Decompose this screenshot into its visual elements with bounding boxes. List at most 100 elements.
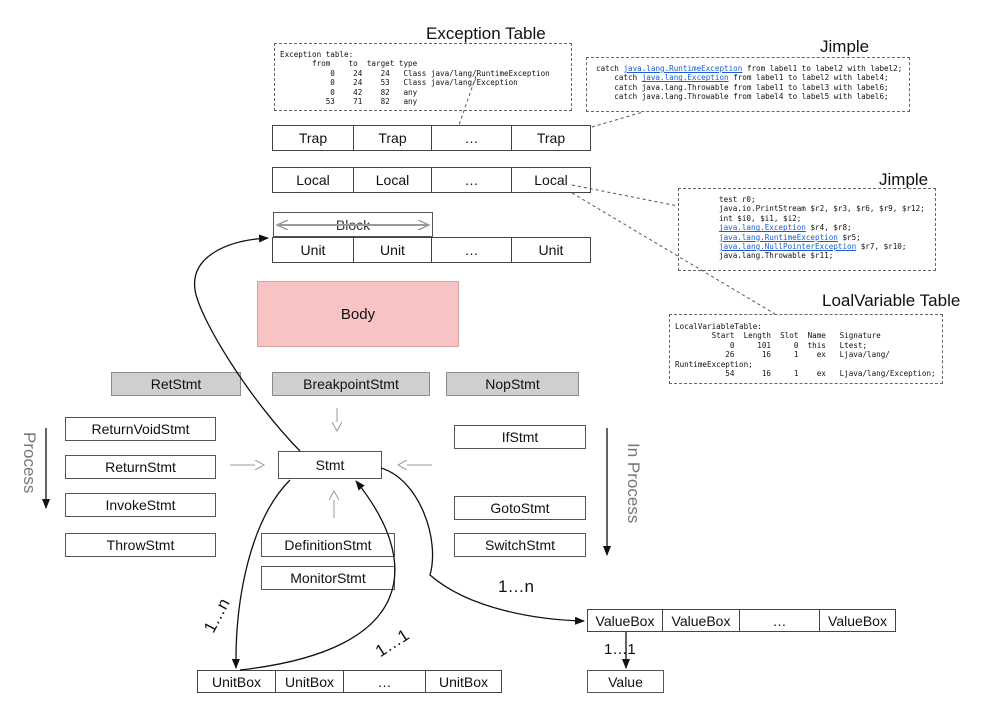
local-variable-table-box: LocalVariableTable: Start Length Slot Na… — [669, 314, 943, 384]
unit-cell: Unit — [272, 237, 353, 263]
breakpoint-stmt-label: BreakpointStmt — [303, 376, 399, 392]
unitbox-row: UnitBox UnitBox … UnitBox — [197, 670, 502, 693]
unit-cell: Unit — [353, 237, 431, 263]
code-line: from to target type — [280, 59, 418, 69]
jimple-catch-box: catch java.lang.RuntimeException from la… — [586, 57, 910, 112]
code-line: Exception table: — [280, 50, 354, 59]
valuebox-cell: ValueBox — [819, 609, 896, 632]
block-label: Block — [335, 216, 371, 233]
code-text: $r4, $r8; — [805, 223, 852, 233]
local-cell: Local — [353, 167, 431, 193]
throw-stmt-box: ThrowStmt — [65, 533, 216, 557]
in-process-label: In Process — [624, 443, 643, 524]
jimple-catch-code: catch java.lang.RuntimeException from la… — [596, 64, 909, 102]
unit-cell: Unit — [511, 237, 591, 263]
code-line: catch java.lang.Throwable from label4 to… — [596, 92, 909, 101]
code-line: 0 101 0 this Ltest; — [675, 340, 868, 350]
code-line: java.lang.Throwable $r11; — [719, 251, 935, 260]
code-line: java.lang.NullPointerException $r7, $r10… — [719, 242, 935, 251]
trap-cell: Trap — [353, 125, 431, 151]
code-line: catch java.lang.Throwable from label1 to… — [596, 83, 909, 92]
invoke-stmt-box: InvokeStmt — [65, 493, 216, 517]
type-link[interactable]: java.lang.RuntimeException — [623, 64, 743, 73]
throw-stmt-label: ThrowStmt — [106, 537, 175, 553]
jimple-locals-code: test r0;java.io.PrintStream $r2, $r3, $r… — [719, 195, 935, 261]
invoke-stmt-label: InvokeStmt — [105, 497, 176, 513]
local-cell: Local — [272, 167, 353, 193]
code-text: test r0; — [719, 195, 756, 204]
valuebox-cell: ValueBox — [587, 609, 662, 632]
type-link[interactable]: java.lang.NullPointerException — [719, 242, 857, 252]
local-variable-table-code: LocalVariableTable: Start Length Slot Na… — [675, 322, 942, 378]
code-text: from label1 to label2 with label2; — [742, 64, 903, 73]
code-text: from label1 to label2 with label4; — [728, 73, 889, 83]
code-line: 0 42 82 any — [280, 87, 418, 97]
switch-stmt-label: SwitchStmt — [484, 537, 555, 553]
code-line: 54 16 1 ex Ljava/lang/Exception; — [675, 369, 936, 379]
return-void-stmt-label: ReturnVoidStmt — [91, 421, 190, 437]
code-line: 26 16 1 ex Ljava/lang/ — [675, 350, 890, 360]
code-line: java.lang.RuntimeException $r5; — [719, 233, 935, 242]
trap-cell: Trap — [272, 125, 353, 151]
nop-stmt-box: NopStmt — [446, 372, 579, 396]
code-line: java.io.PrintStream $r2, $r3, $r6, $r9, … — [719, 204, 935, 213]
trap-ellipsis-cell: … — [431, 125, 511, 151]
local-row: Local Local … Local — [272, 167, 591, 193]
return-stmt-box: ReturnStmt — [65, 455, 216, 479]
code-text: $r5; — [837, 232, 861, 242]
code-line: int $i0, $i1, $i2; — [719, 214, 935, 223]
jimple-catch-title: Jimple — [820, 37, 870, 56]
code-line: Start Length Slot Name Signature — [675, 331, 881, 341]
return-void-stmt-box: ReturnVoidStmt — [65, 417, 216, 441]
code-line: LocalVariableTable: — [675, 322, 762, 331]
code-line: catch java.lang.Exception from label1 to… — [596, 73, 909, 82]
code-line: 0 24 24 Class java/lang/RuntimeException — [280, 68, 550, 78]
if-stmt-label: IfStmt — [501, 429, 539, 445]
unit-ellipsis-cell: … — [431, 237, 511, 263]
nop-stmt-label: NopStmt — [485, 376, 540, 392]
code-text: java.io.PrintStream $r2, $r3, $r6, $r9, … — [719, 204, 925, 214]
code-line: 53 71 82 any — [280, 97, 418, 107]
code-text: catch java.lang.Throwable from label4 to… — [596, 92, 889, 102]
exception-table-box: Exception table: from to target type 0 2… — [274, 43, 572, 111]
code-text: int $i0, $i1, $i2; — [719, 213, 802, 223]
definition-stmt-label: DefinitionStmt — [284, 537, 372, 553]
code-text: catch — [596, 73, 642, 83]
jimple-locals-box: test r0;java.io.PrintStream $r2, $r3, $r… — [678, 188, 936, 271]
unitbox-cell: UnitBox — [275, 670, 343, 693]
local-variable-table-title: LoalVariable Table — [822, 291, 961, 310]
code-text: catch java.lang.Throwable from label1 to… — [596, 82, 889, 92]
unitbox-cell: UnitBox — [425, 670, 502, 693]
code-text: java.lang.Throwable $r11; — [719, 251, 834, 261]
valuebox-row: ValueBox ValueBox … ValueBox — [587, 609, 896, 632]
value-box: Value — [587, 670, 664, 693]
goto-stmt-box: GotoStmt — [454, 496, 586, 520]
valuebox-multiplicity-label: 1…n — [498, 577, 534, 596]
body-label: Body — [340, 305, 376, 323]
code-line: test r0; — [719, 195, 935, 204]
type-link[interactable]: java.lang.Exception — [641, 73, 729, 83]
unitbox-cell: UnitBox — [197, 670, 275, 693]
body-box: Body — [257, 281, 459, 347]
trap-to-jimple-connector — [591, 111, 644, 128]
trap-cell: Trap — [511, 125, 591, 151]
local-ellipsis-cell: … — [431, 167, 511, 193]
type-link[interactable]: java.lang.Exception — [719, 223, 806, 233]
code-text: catch — [596, 64, 624, 73]
valuebox-ellipsis-cell: … — [739, 609, 819, 632]
jimple-locals-title: Jimple — [879, 170, 929, 189]
stmt-box: Stmt — [278, 451, 382, 479]
type-link[interactable]: java.lang.RuntimeException — [719, 232, 838, 242]
if-stmt-box: IfStmt — [454, 425, 586, 449]
definition-stmt-box: DefinitionStmt — [261, 533, 395, 557]
return-stmt-label: ReturnStmt — [105, 459, 176, 475]
exception-table-code: Exception table: from to target type 0 2… — [280, 50, 571, 106]
value-label: Value — [608, 673, 643, 690]
ret-stmt-box: RetStmt — [111, 372, 241, 396]
code-text: $r7, $r10; — [856, 242, 907, 252]
process-label: Process — [20, 432, 39, 494]
local-cell: Local — [511, 167, 591, 193]
unitbox-many-multiplicity-label: 1…n — [200, 595, 234, 636]
value-multiplicity-label: 1…1 — [604, 641, 636, 658]
monitor-stmt-box: MonitorStmt — [261, 566, 395, 590]
